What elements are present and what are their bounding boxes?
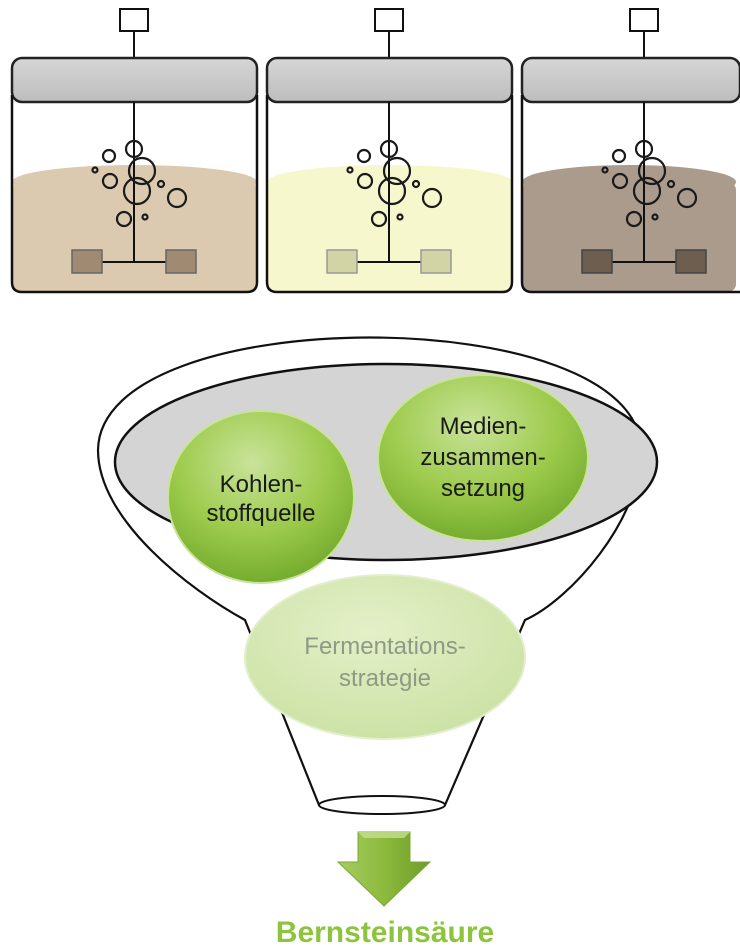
circle-label-line: strategie	[339, 665, 431, 692]
reactor-paddle	[675, 249, 707, 274]
circle-label-line: setzung	[441, 475, 525, 502]
circle-label-line: Fermentations-	[304, 633, 465, 660]
reactor-paddle	[420, 249, 452, 274]
circle-carbon-source: Kohlen- stoffquelle	[167, 410, 355, 584]
result-label: Bernsteinsäure	[276, 916, 494, 948]
down-arrow-icon	[336, 831, 432, 907]
circle-media-composition: Medien- zusammen- setzung	[377, 374, 589, 542]
circle-label-line: Kohlen-	[220, 471, 303, 498]
circle-label-line: stoffquelle	[207, 500, 316, 527]
bioreactor-icon	[10, 8, 259, 294]
reactor-paddle	[71, 249, 103, 274]
reactor-paddle	[326, 249, 358, 274]
reactor-liquid-surface	[522, 165, 736, 199]
circle-label-line: zusammen-	[420, 444, 545, 471]
reactor-paddle	[165, 249, 197, 274]
circle-fermentation-strategy: Fermentations- strategie	[244, 574, 526, 740]
bioreactor-icon	[265, 8, 514, 294]
circle-label-line: Medien-	[440, 413, 527, 440]
bioreactor-icon	[520, 8, 740, 294]
reactor-paddle	[581, 249, 613, 274]
